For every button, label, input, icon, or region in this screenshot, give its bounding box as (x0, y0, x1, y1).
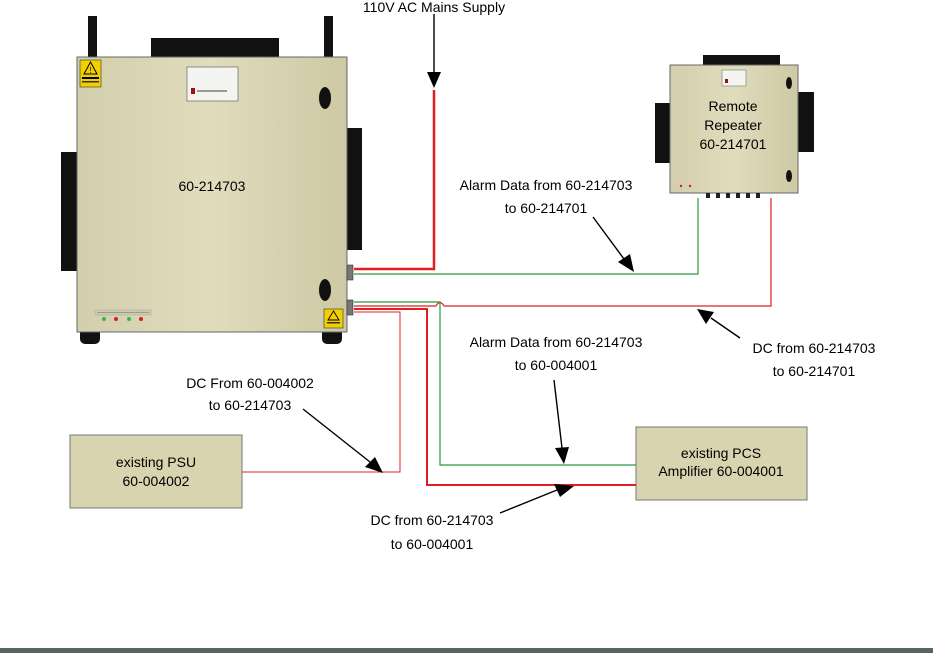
manufacturer-logo (187, 67, 238, 101)
wire-alarm-pcs (354, 302, 636, 465)
dc-pcs-label-line1: DC from 60-214703 (371, 512, 494, 528)
lock-icon (786, 77, 792, 89)
repeater-label-line2: Repeater (704, 117, 762, 133)
manufacturer-logo (722, 70, 746, 86)
led-indicator (127, 317, 131, 321)
footer-bar (0, 648, 933, 653)
led-indicator (689, 185, 691, 187)
caution-sign-icon: ! (80, 60, 101, 87)
alarm-pcs-label-line2: to 60-004001 (515, 357, 598, 373)
wire-dc-psu (242, 312, 400, 472)
wire-ac-mains (354, 90, 434, 269)
arrow-head (697, 309, 714, 324)
repeater-label-line3: 60-214701 (700, 136, 767, 152)
dc-pcs-label-line2: to 60-004001 (391, 536, 474, 552)
arrow-head (618, 254, 634, 272)
alarm-repeater-label-line1: Alarm Data from 60-214703 (460, 177, 633, 193)
psu-label-line1: existing PSU (116, 454, 196, 470)
existing-pcs-amplifier: existing PCS Amplifier 60-004001 (636, 427, 807, 500)
remote-repeater: Remote Repeater 60-214701 (655, 55, 814, 198)
heatsink-right (346, 128, 362, 250)
existing-psu: existing PSU 60-004002 (70, 435, 242, 508)
repeater-heatsink-right (797, 92, 814, 152)
dc-repeater-label-line1: DC from 60-214703 (753, 340, 876, 356)
top-handle (151, 38, 279, 57)
arrow-head (427, 72, 441, 88)
lock-icon (786, 170, 792, 182)
dc-repeater-label-line2: to 60-214701 (773, 363, 856, 379)
main-cabinet: ! 60-214703 (61, 16, 362, 344)
led-indicator (139, 317, 143, 321)
alarm-repeater-label-line2: to 60-214701 (505, 200, 588, 216)
lock-icon (319, 87, 331, 109)
antenna-left (88, 16, 97, 58)
led-indicator (102, 317, 106, 321)
connector-alarm (347, 265, 353, 280)
led-indicator (114, 317, 118, 321)
dc-psu-label-line1: DC From 60-004002 (186, 375, 314, 391)
svg-text:!: ! (89, 66, 91, 75)
caution-sign-icon (324, 309, 343, 328)
lock-icon (319, 279, 331, 301)
alarm-pcs-label-line1: Alarm Data from 60-214703 (470, 334, 643, 350)
pcs-label-line2: Amplifier 60-004001 (658, 463, 784, 479)
repeater-label-line1: Remote (708, 98, 757, 114)
heatsink-left (61, 152, 78, 271)
dc-psu-label-line2: to 60-214703 (209, 397, 292, 413)
psu-box (70, 435, 242, 508)
psu-label-line2: 60-004002 (123, 473, 190, 489)
main-unit-label: 60-214703 (179, 178, 246, 194)
repeater-connectors (706, 193, 760, 198)
arrow-head (555, 447, 569, 464)
antenna-right (324, 16, 333, 58)
supply-label: 110V AC Mains Supply (363, 0, 505, 15)
led-indicator (680, 185, 682, 187)
repeater-heatsink-left (655, 103, 672, 163)
connector-dc (347, 300, 353, 315)
arrow-head (554, 484, 574, 497)
pcs-label-line1: existing PCS (681, 445, 761, 461)
